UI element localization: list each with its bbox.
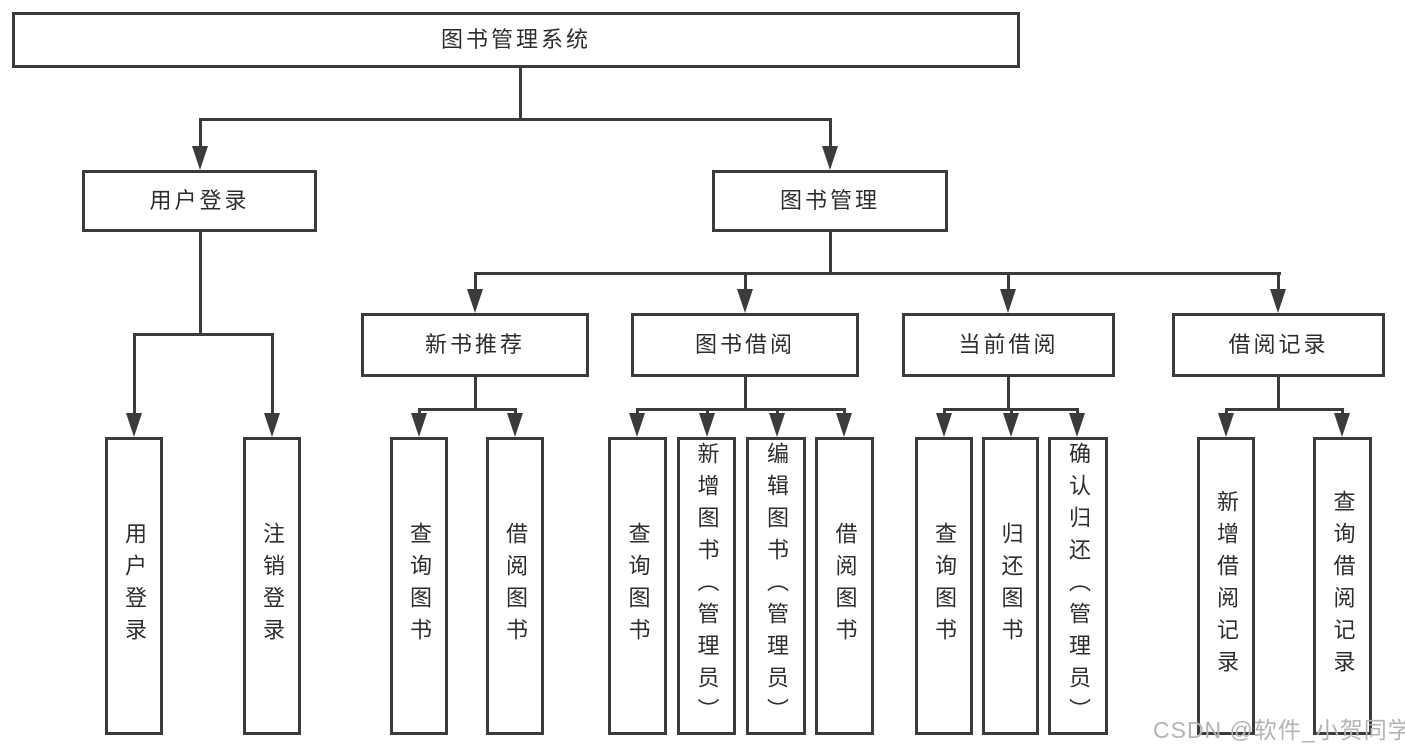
connector-section-trunk: [744, 377, 747, 410]
connector-drop: [843, 408, 846, 417]
arrowhead-down-icon: [822, 146, 838, 170]
node-label: 图书管理系统: [440, 27, 591, 52]
arrowhead-down-icon: [192, 146, 208, 170]
connector-drop: [943, 408, 946, 417]
node-query-books-borrow: 查询图书: [608, 437, 667, 735]
node-label: 归还图书: [998, 522, 1024, 650]
connector-drop: [1225, 408, 1228, 417]
connector-drop: [1010, 408, 1013, 417]
connector-section-trunk: [474, 377, 477, 410]
node-label: 查询图书: [407, 522, 432, 650]
node-borrow-books-leaf: 借阅图书: [815, 437, 874, 735]
arrowhead-down-icon: [737, 289, 753, 313]
arrowhead-down-icon: [836, 413, 852, 437]
connector-drop: [1007, 272, 1010, 292]
node-label: 借阅记录: [1228, 332, 1329, 357]
node-label: 用户登录: [149, 188, 250, 213]
node-borrow-records: 借阅记录: [1172, 313, 1385, 377]
node-current-borrow: 当前借阅: [902, 313, 1115, 377]
node-label: 新增图书（管理员）: [694, 442, 720, 730]
node-return-book: 归还图书: [982, 437, 1039, 735]
csdn-watermark: CSDN @软件_小贺同学: [1153, 717, 1405, 743]
node-new-book-recommend: 新书推荐: [361, 313, 589, 377]
node-confirm-return-admin: 确认归还（管理员）: [1048, 437, 1108, 735]
connector-drop: [1076, 408, 1079, 417]
node-add-book-admin: 新增图书（管理员）: [677, 437, 736, 735]
arrowhead-down-icon: [126, 413, 142, 437]
node-label: 确认归还（管理员）: [1066, 442, 1091, 730]
connector-drop: [1277, 272, 1280, 292]
arrowhead-down-icon: [507, 413, 523, 437]
node-query-books-current: 查询图书: [915, 437, 973, 735]
arrowhead-down-icon: [1000, 289, 1016, 313]
node-label: 图书借阅: [694, 332, 795, 357]
node-borrow-books-recommend: 借阅图书: [486, 437, 544, 735]
connector-drop: [776, 408, 779, 417]
node-book-borrow: 图书借阅: [631, 313, 859, 377]
connector-drop: [744, 272, 747, 292]
node-user-login-leaf: 用户登录: [105, 437, 163, 735]
arrowhead-down-icon: [936, 413, 952, 437]
arrowhead-down-icon: [769, 413, 785, 437]
node-add-borrow-record: 新增借阅记录: [1197, 437, 1255, 735]
arrowhead-down-icon: [699, 413, 715, 437]
connector-user-login-trunk: [199, 232, 202, 335]
connector-drop: [271, 333, 274, 415]
connector-drop: [1341, 408, 1344, 417]
arrowhead-down-icon: [1270, 289, 1286, 313]
connector-level3-rail: [474, 272, 1281, 275]
node-book-management: 图书管理: [712, 170, 948, 232]
arrowhead-down-icon: [629, 413, 645, 437]
connector-drop: [706, 408, 709, 417]
node-label: 查询借阅记录: [1330, 490, 1356, 682]
connector-drop: [636, 408, 639, 417]
connector-drop: [829, 118, 832, 150]
connector-level2-rail: [199, 118, 832, 121]
arrowhead-down-icon: [1069, 413, 1085, 437]
connector-drop: [418, 408, 421, 417]
connector-drop: [514, 408, 517, 417]
node-label: 新增借阅记录: [1214, 490, 1239, 682]
connector-section-trunk: [1007, 377, 1010, 410]
connector-drop: [474, 272, 477, 292]
node-user-login-branch: 用户登录: [82, 170, 317, 232]
node-label: 查询图书: [932, 522, 957, 650]
node-edit-book-admin: 编辑图书（管理员）: [746, 437, 806, 735]
arrowhead-down-icon: [264, 413, 280, 437]
connector-book-mgmt-trunk: [829, 232, 832, 274]
connector-section-rail: [636, 408, 846, 411]
arrowhead-down-icon: [411, 413, 427, 437]
node-logout: 注销登录: [243, 437, 301, 735]
node-label: 新书推荐: [424, 332, 525, 357]
connector-user-login-rail: [133, 333, 274, 336]
connector-root-trunk: [519, 68, 522, 120]
connector-section-rail: [418, 408, 517, 411]
node-label: 图书管理: [779, 188, 880, 213]
node-label: 借阅图书: [503, 522, 528, 650]
node-library-system: 图书管理系统: [12, 12, 1020, 68]
arrowhead-down-icon: [1003, 413, 1019, 437]
node-label: 查询图书: [625, 522, 651, 650]
connector-section-trunk: [1277, 377, 1280, 410]
connector-drop: [199, 118, 202, 150]
node-label: 编辑图书（管理员）: [764, 442, 789, 730]
node-query-borrow-record: 查询借阅记录: [1313, 437, 1372, 735]
node-query-books-recommend: 查询图书: [390, 437, 448, 735]
arrowhead-down-icon: [1218, 413, 1234, 437]
node-label: 借阅图书: [832, 522, 858, 650]
connector-section-rail: [1225, 408, 1344, 411]
node-label: 用户登录: [122, 522, 147, 650]
node-label: 注销登录: [260, 522, 285, 650]
arrowhead-down-icon: [1334, 413, 1350, 437]
node-label: 当前借阅: [958, 332, 1059, 357]
connector-drop: [133, 333, 136, 415]
arrowhead-down-icon: [467, 289, 483, 313]
